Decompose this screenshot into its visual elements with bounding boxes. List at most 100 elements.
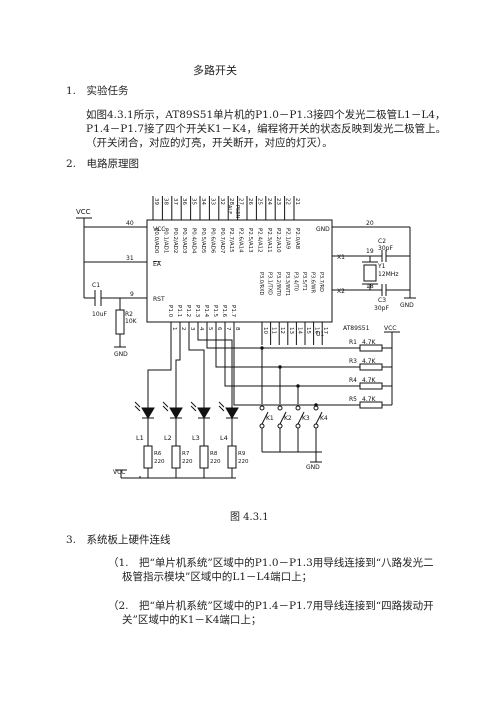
led-resistor-value: 220 [210, 459, 221, 465]
led-symbol [141, 407, 155, 419]
pullup-ref: R1 [349, 339, 357, 346]
p3-pin-label: P3.5/T1 [301, 272, 307, 291]
task-paragraph-line: 如图4.3.1所示，AT89S51单片机的P1.0－P1.3接四个发光二极管L1… [86, 109, 446, 121]
pin-number-18: 18 [366, 283, 374, 290]
pullup-value: 4.7K [362, 358, 377, 365]
gnd-label-switches: GND [306, 464, 320, 471]
top-pin-label: P2.1/A9 [285, 228, 291, 250]
gnd-label-xtal: GND [400, 302, 414, 309]
top-pin-number: 34 [200, 198, 206, 205]
pullup-value: 4.7K [362, 377, 377, 384]
top-pin-label: P2.4/A12 [256, 228, 262, 253]
p3-pin-number: 15 [305, 327, 311, 334]
pin-number-20: 20 [366, 220, 374, 227]
p1-pin-label: P1.1 [176, 305, 182, 317]
wiring-step-1-continued: 极管指示模块”区域中的L1－L4端口上； [122, 571, 313, 583]
switch-contact [259, 405, 265, 411]
led-label: L3 [192, 434, 200, 442]
section-heading-wiring: 3. 系统板上硬件连线 [66, 534, 171, 546]
y1-value: 12MHz [378, 271, 398, 278]
led-symbol [225, 407, 239, 419]
p1-pin-label: P1.5 [212, 305, 218, 318]
top-pin-number: 24 [266, 198, 272, 205]
led-resistor-ref: R7 [182, 451, 190, 457]
p3-pin-number: 16 [314, 327, 320, 334]
r2-value: 10K [125, 318, 138, 325]
pin-number-40: 40 [126, 220, 134, 227]
top-pin-label: P0.3/AD3 [181, 228, 187, 254]
pullup-value: 4.7K [362, 339, 377, 346]
top-pin-label: P2.3/A11 [266, 228, 272, 253]
p3-pin-number: 14 [296, 327, 302, 334]
p3-pin-label: P3.2/INT0 [275, 272, 281, 296]
task-paragraph-line: P1.4－P1.7接了四个开关K1－K4，编程将开关的状态反映到发光二极管上。 [86, 123, 447, 135]
pin-number-19: 19 [366, 248, 374, 255]
p1-pin-number: 6 [216, 327, 222, 331]
p3-pin-label: P3.6/WR [310, 272, 316, 294]
led-symbol [197, 407, 211, 419]
led-resistor-ref: R9 [238, 451, 246, 457]
pullup-ref: R4 [349, 377, 357, 384]
section-heading-task: 1. 实验任务 [66, 85, 129, 97]
switch-label: K1 [266, 415, 274, 422]
pullup-ref: R5 [349, 396, 357, 403]
p3-pin-label: P3.7/RD [318, 272, 324, 292]
p3-pin-label: P3.1/TXD [267, 272, 273, 295]
top-pin-number: 35 [191, 198, 197, 205]
vcc-label-leds: VCC [113, 469, 125, 476]
task-paragraph-line: （开关闭合，对应的灯亮，开关断开，对应的灯灭）。 [86, 137, 333, 149]
pullup-value: 4.7K [362, 396, 377, 403]
top-pin-label: P0.6/AD6 [209, 228, 215, 254]
top-pin-number: 22 [285, 198, 291, 205]
switch-contact [313, 405, 319, 411]
p1-pin-number: 1 [171, 327, 177, 331]
led-resistor [143, 445, 153, 469]
c3-value: 30pF [374, 305, 389, 312]
c2-value: 30pF [378, 245, 393, 252]
led-symbol [169, 407, 183, 419]
switch-label: K4 [320, 415, 328, 422]
pin-label-x1: X1 [337, 254, 345, 261]
led-resistor-ref: R6 [154, 451, 162, 457]
p1-pin-number: 8 [234, 327, 240, 331]
switch-label: K2 [284, 415, 292, 422]
wiring-step-2: （2. 把“单片机系统”区域中的P1.4－P1.7用导线连接到“四路拨动开 [108, 600, 434, 612]
top-pin-label: P0.1/AD1 [162, 228, 168, 253]
page-title: 多路开关 [193, 64, 237, 77]
top-pin-number: 33 [209, 198, 215, 205]
section-heading-schematic: 2. 电路原理图 [66, 158, 140, 170]
top-pin-number: 26 [247, 198, 253, 205]
p3-pin-number: 10 [262, 327, 268, 334]
pin-label-ea: EA [153, 261, 162, 268]
top-pin-label: P0.5/AD5 [200, 228, 206, 254]
pin-label-rst: RST [153, 296, 165, 303]
top-pin-label: P2.2/A10 [275, 228, 281, 253]
vcc-label-pullup: VCC [384, 325, 396, 332]
p1-pin-number: 4 [198, 327, 204, 331]
chip-name: AT89S51 [343, 325, 370, 332]
p1-pin-number: 3 [189, 327, 195, 331]
top-pin-number: 37 [172, 198, 178, 205]
p1-pin-label: P1.6 [221, 305, 227, 318]
ctrl-pin-label: PSEN [234, 205, 240, 218]
led-resistor [199, 445, 209, 469]
pin-label-vcc: VCC [153, 226, 165, 233]
led-resistor [171, 445, 181, 469]
y1-ref: Y1 [377, 263, 386, 270]
top-pin-label: P0.4/AD4 [191, 228, 197, 254]
p1-pin-label: P1.3 [194, 305, 200, 318]
p3-pin-number: 17 [322, 327, 328, 334]
pin-label-gnd: GND [316, 226, 330, 233]
top-pin-label: P2.6/A14 [238, 228, 244, 253]
c1-ref: C1 [92, 282, 100, 289]
led-label: L2 [164, 434, 172, 442]
chip-body [146, 219, 333, 323]
switch-lever [297, 411, 305, 425]
top-pin-number: 25 [256, 198, 262, 205]
switch-label: K3 [302, 415, 310, 422]
r2-ref: R2 [125, 311, 133, 318]
gnd-label-rst: GND [114, 351, 128, 358]
p3-pin-number: 13 [288, 327, 294, 334]
top-pin-label: P2.5/A13 [247, 228, 253, 253]
top-pin-number: 38 [162, 198, 168, 205]
